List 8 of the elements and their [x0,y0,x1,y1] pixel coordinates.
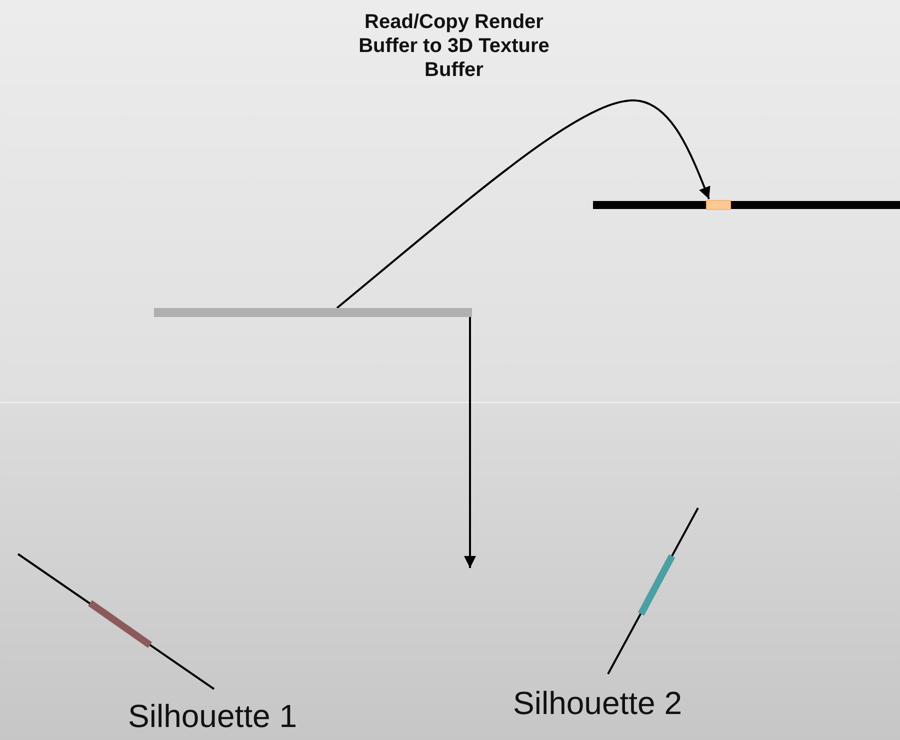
arrow [464,317,476,568]
caption-label: Silhouette 2 [513,685,682,722]
caption-label: Silhouette 1 [128,698,298,735]
render-buffer-bar [154,308,472,317]
texture-slice-patch [706,200,731,210]
texture-buffer-bar [593,201,900,209]
edge-label: Read/Copy Render Buffer to 3D Texture Buffer [358,10,550,82]
arrow [336,100,710,309]
